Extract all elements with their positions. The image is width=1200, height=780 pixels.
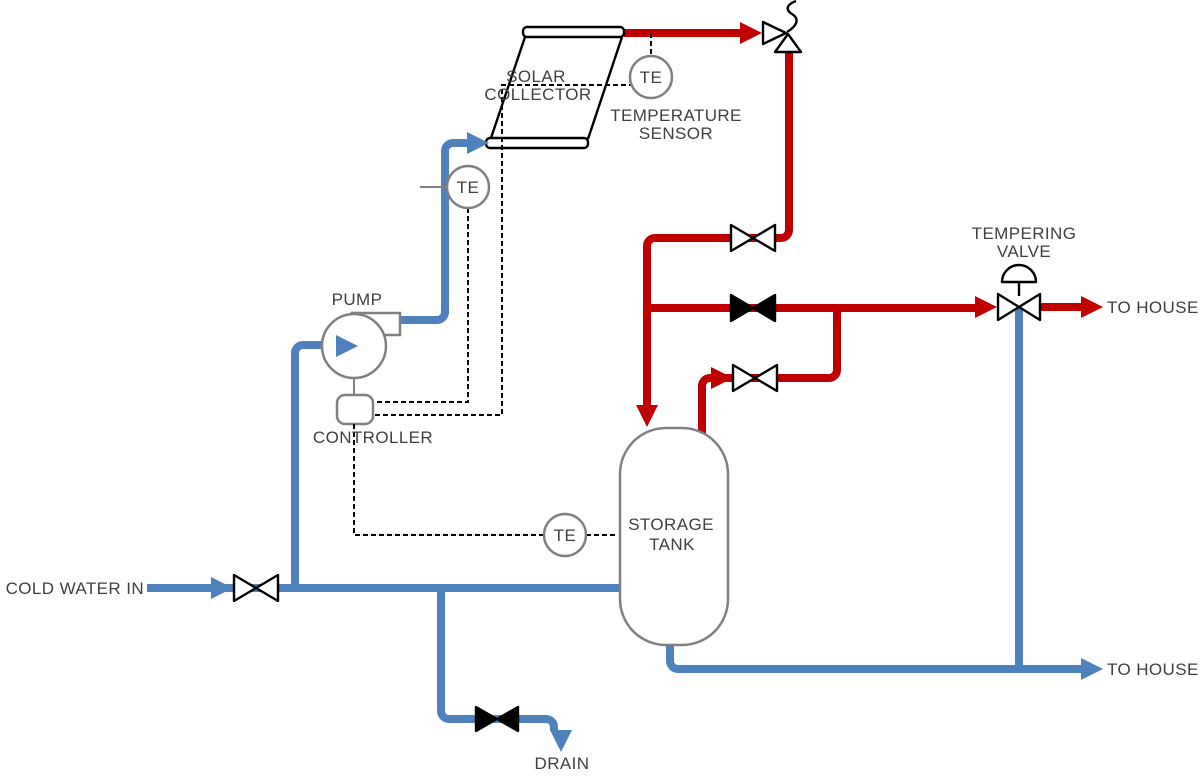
to-house-top-arrow — [1081, 296, 1103, 318]
controller-signal-lines — [353, 33, 652, 536]
flow-arrows — [211, 22, 1103, 752]
signal-supply-te-to-controller — [374, 208, 469, 403]
relief-valve-inlet-triangle — [761, 20, 788, 46]
pump-to-collector-pipe — [398, 139, 468, 324]
valve-body-right — [495, 705, 520, 733]
temperature-sensor-label-line2: SENSOR — [639, 124, 713, 143]
valve-body-left — [474, 705, 499, 733]
solar-collector-label-line2: COLLECTOR — [484, 85, 591, 104]
valve-body-right — [751, 293, 777, 323]
pump-label: PUMP — [332, 290, 383, 309]
tempering-valve-dome-actuator — [1000, 263, 1038, 284]
cold-water-in-arrow — [211, 577, 233, 599]
tank-to-house-pipe — [666, 641, 1082, 673]
drain-branch-pipe — [437, 584, 558, 731]
relief-valve-spring-icon — [786, 0, 798, 34]
relief-to-tank-pipe — [643, 50, 793, 407]
drain-arrow — [550, 730, 572, 752]
tank-hot-outlet-pipe — [698, 374, 716, 434]
pump — [320, 311, 402, 396]
to-house-top-label: TO HOUSE — [1107, 298, 1199, 317]
te-supply-bubble — [445, 164, 491, 210]
valve-body-right — [753, 363, 779, 393]
tank-outlet-arrow — [711, 367, 733, 389]
solar-collector-label-line1: SOLAR — [506, 67, 566, 86]
collector-top-header — [521, 25, 626, 39]
te-collector-bubble — [628, 54, 674, 100]
collector-left-edge — [489, 36, 527, 139]
storage-tank — [618, 426, 730, 647]
signal-controller-to-tank-te — [353, 424, 544, 536]
pressure-relief-valve — [761, 0, 803, 54]
te-collector-label: TE — [640, 68, 663, 87]
cold-water-in-label: COLD WATER IN — [6, 579, 144, 598]
bypass-valve-closed — [729, 293, 777, 323]
to-house-bottom-arrow — [1081, 658, 1103, 680]
te-tank-bubble — [542, 512, 588, 558]
relief-valve-outlet-triangle — [773, 32, 803, 54]
to-house-bottom-label: TO HOUSE — [1107, 660, 1199, 679]
te-supply-label: TE — [457, 178, 480, 197]
collector-return-valve — [729, 223, 777, 253]
temperature-sensors — [445, 54, 674, 558]
hot-branch-pipe — [712, 308, 841, 382]
drain-valve-closed — [474, 705, 520, 733]
collector-inlet-arrow — [467, 132, 489, 154]
tempering-valve-label-line1: TEMPERING — [972, 224, 1077, 243]
tank-inlet-arrow — [636, 405, 658, 427]
valve-body-left — [996, 292, 1021, 322]
valve-body-right — [254, 573, 280, 603]
temperature-sensor-label-line1: TEMPERATURE — [610, 106, 742, 125]
te-tank-label: TE — [554, 526, 577, 545]
cold-riser-to-pump-pipe — [291, 341, 336, 588]
valve-body-left — [729, 223, 755, 253]
valve-body-right — [1017, 292, 1042, 322]
valve-body-right — [751, 223, 777, 253]
controller-label: CONTROLLER — [313, 428, 433, 447]
tank-outlet-valve — [731, 363, 779, 393]
valve-body-left — [232, 573, 258, 603]
solar-collector — [484, 25, 626, 150]
pump-inlet-arrow — [336, 335, 358, 357]
labels: SOLAR COLLECTOR TEMPERATURE SENSOR PUMP … — [6, 67, 1199, 773]
relief-valve-inlet-arrow — [740, 22, 762, 44]
cold-water-inlet-valve — [232, 573, 280, 603]
controller-box — [335, 393, 375, 426]
hot-water-piping — [624, 29, 1083, 434]
storage-tank-label-line1: STORAGE — [628, 515, 714, 534]
cold-water-piping — [147, 139, 1082, 731]
collector-right-edge — [586, 36, 624, 140]
tempering-valve — [996, 263, 1042, 322]
valve-body-left — [729, 293, 755, 323]
storage-tank-label-line2: TANK — [649, 535, 695, 554]
tempering-valve-label-line2: VALVE — [997, 242, 1051, 261]
valve-body-left — [731, 363, 757, 393]
tempering-valve-inlet-arrow — [975, 296, 997, 318]
signal-collector-te-to-controller — [374, 84, 634, 416]
drain-label: DRAIN — [535, 754, 590, 773]
